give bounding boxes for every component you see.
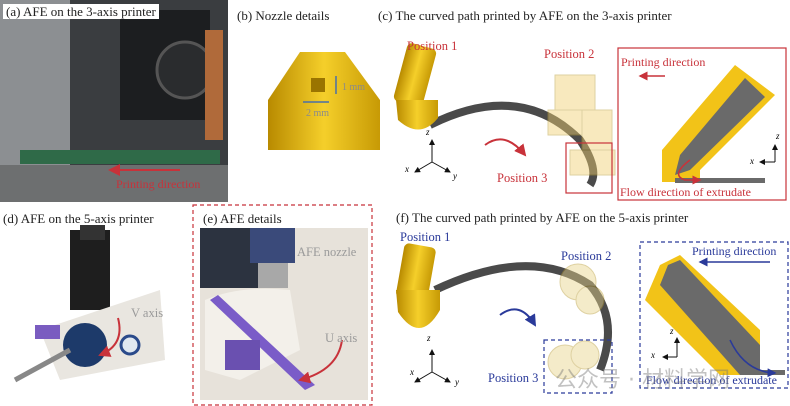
axis-x-label: x xyxy=(410,367,414,377)
inset-flow-direction: Flow direction of extrudate xyxy=(620,185,751,199)
curved-path-3-axis xyxy=(393,43,787,201)
v-axis-label: V axis xyxy=(131,306,164,320)
inset-axis-z: z xyxy=(670,326,674,336)
watermark: 公众号 · 材料学网 xyxy=(555,368,730,393)
curved-path-5-axis xyxy=(396,241,789,394)
position-1-label: Position 1 xyxy=(400,230,451,244)
rotation-arrow xyxy=(484,138,527,157)
panel-a-title: (a) AFE on the 3-axis printer xyxy=(3,4,159,19)
position-1-label: Position 1 xyxy=(407,39,458,53)
axis-z-label: z xyxy=(426,127,430,137)
inset-axis-z: z xyxy=(776,131,780,141)
panel-c-title: (c) The curved path printed by AFE on th… xyxy=(378,8,672,23)
panel-b-title: (b) Nozzle details xyxy=(237,8,330,23)
inset-printing-direction: Printing direction xyxy=(692,244,777,258)
axis-z-label: z xyxy=(427,333,431,343)
position-2-label: Position 2 xyxy=(561,249,612,263)
inset-flow-direction: Flow direction of extrudate xyxy=(646,373,777,387)
axis-triad xyxy=(414,139,451,173)
photo-3-axis-printer xyxy=(0,0,228,202)
u-axis-label: U axis xyxy=(325,331,358,345)
position-2-label: Position 2 xyxy=(544,47,595,61)
photo-afe-details xyxy=(200,228,368,400)
panel-d-title: (d) AFE on the 5-axis printer xyxy=(3,211,154,226)
inset-box-5-axis xyxy=(639,241,789,389)
panel-e-title: (e) AFE details xyxy=(203,211,282,226)
position-3-label: Position 3 xyxy=(497,171,548,185)
inset-printing-direction: Printing direction xyxy=(621,55,706,69)
inset-axis-x: x xyxy=(651,350,655,360)
afe-nozzle-label: AFE nozzle xyxy=(297,245,357,259)
rotation-arrow xyxy=(499,308,537,327)
inset-axis-x: x xyxy=(750,156,754,166)
details-dashed-box xyxy=(192,204,373,406)
panel-f-title: (f) The curved path printed by AFE on th… xyxy=(396,210,689,225)
nozzle-illustration xyxy=(268,52,380,150)
inset-box-3-axis xyxy=(617,47,787,201)
dimension-height: 1 mm xyxy=(342,82,366,93)
dimension-width: 2 mm xyxy=(306,108,330,119)
photo-5-axis-printer xyxy=(13,225,165,383)
axis-y-label: y xyxy=(453,171,457,181)
axis-y-label: y xyxy=(455,377,459,387)
position-3-label: Position 3 xyxy=(488,371,539,385)
axis-x-label: x xyxy=(405,164,409,174)
printing-direction-label: Printing direction xyxy=(116,177,201,191)
